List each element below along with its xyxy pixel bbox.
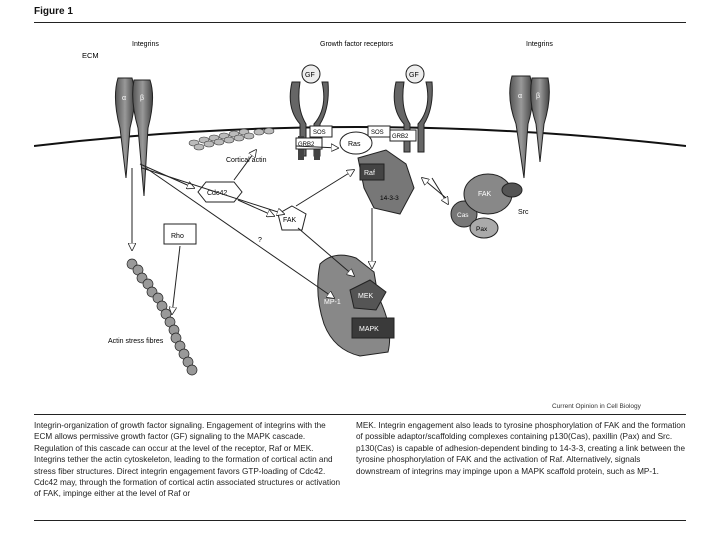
fak-complex-label: FAK	[478, 191, 492, 198]
top-rule	[34, 22, 686, 23]
p14-3-3-label: 14-3-3	[380, 195, 399, 202]
ecm-label: ECM	[82, 51, 99, 60]
caption-bottom-rule	[34, 520, 686, 521]
gf-right-label: GF	[409, 72, 419, 79]
mek-label: MEK	[358, 293, 374, 300]
alpha-left-label: α	[122, 95, 126, 102]
caption-right: MEK. Integrin engagement also leads to t…	[356, 420, 686, 477]
gf-left-label: GF	[305, 72, 315, 79]
actin-stress-fibres-text: Actin stress fibres	[108, 338, 164, 345]
mapk-label: MAPK	[359, 326, 379, 333]
diagram-panel: ECM Integrins Growth factor receptors In…	[34, 28, 686, 415]
alpha-right-label: α	[518, 93, 522, 100]
cdc42-label: Cdc42	[207, 190, 227, 197]
growth-factor-receptors-label: Growth factor receptors	[320, 41, 394, 48]
src-label: Src	[518, 209, 529, 216]
pax-label: Pax	[476, 226, 488, 233]
fak-center-label: FAK	[283, 217, 297, 224]
beta-left-label: β	[140, 95, 144, 102]
beta-right-label: β	[536, 93, 540, 100]
integrins-right-label: Integrins	[526, 41, 553, 48]
mp1-label: MP-1	[324, 299, 341, 306]
src-node	[502, 183, 522, 197]
actin-stress-fibres-label: Actin stress fibres	[108, 338, 164, 345]
credit-label: Current Opinion in Cell Biology	[552, 403, 642, 410]
caption-left: Integrin-organization of growth factor s…	[34, 420, 344, 500]
signaling-diagram: ECM Integrins Growth factor receptors In…	[34, 28, 686, 415]
rho-label: Rho	[171, 233, 184, 240]
caption-top-rule	[34, 414, 686, 415]
cas-label: Cas	[457, 212, 469, 219]
grb2-right-label: GRB2	[392, 134, 409, 140]
sos-left-label: SOS	[313, 130, 326, 136]
sos-right-label: SOS	[371, 130, 384, 136]
raf-blob	[358, 150, 414, 214]
ras-label: Ras	[348, 141, 361, 148]
raf-label: Raf	[364, 170, 375, 177]
figure-label: Figure 1	[34, 6, 73, 17]
integrins-left-label: Integrins	[132, 41, 159, 48]
question-mark: ?	[258, 237, 262, 244]
integrin-right: α β	[510, 76, 550, 178]
actin-stress-fibre	[127, 259, 197, 375]
